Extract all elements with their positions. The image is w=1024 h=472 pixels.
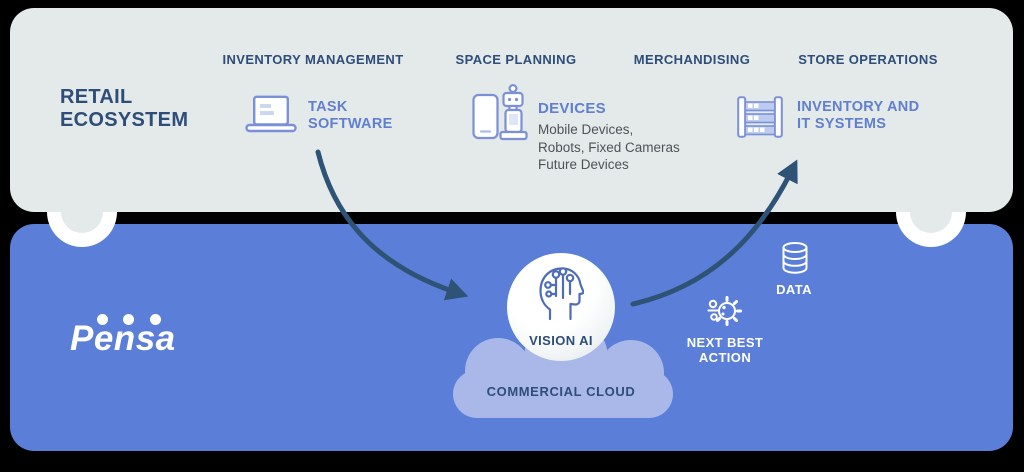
panel-title-line1: RETAIL [60,86,133,108]
column-header-store-operations: STORE OPERATIONS [798,52,938,67]
laptop-icon [245,95,297,140]
pensa-wordmark: Pensa [70,319,176,358]
column-header-space-planning: SPACE PLANNING [455,52,577,67]
commercial-cloud-label: COMMERCIAL CLOUD [486,384,636,399]
next-best-action-line1: NEXT BEST [686,335,764,350]
column-header-inventory-management: INVENTORY MANAGEMENT [222,52,404,67]
panel-title-retail-ecosystem: RETAIL ECOSYSTEM [60,86,188,132]
devices-subline-2: Robots, Fixed Cameras [538,139,680,155]
retail-ecosystem-panel: INVENTORY MANAGEMENT SPACE PLANNING MERC… [10,8,1013,212]
task-software-line1: TASK [308,99,348,115]
devices-sublist: Mobile Devices, Robots, Fixed Cameras Fu… [538,121,680,174]
devices-label: DEVICES [538,100,606,117]
pensa-logo: Pensa [70,304,200,366]
inventory-it-line1: INVENTORY AND [797,99,920,115]
devices-subline-3: Future Devices [538,157,629,172]
pensa-logo-dot [97,314,108,325]
inventory-it-line2: IT SYSTEMS [797,116,887,132]
seam-notch-left-inner [61,212,103,233]
task-software-label: TASK SOFTWARE [308,99,393,133]
task-software-line2: SOFTWARE [308,116,393,132]
pensa-logo-dot [123,314,134,325]
shelf-icon [737,96,783,143]
next-best-action-line2: ACTION [698,350,752,365]
vision-ai-head-icon [538,264,585,325]
seam-notch-right-inner [910,212,952,233]
panel-title-line2: ECOSYSTEM [60,109,189,131]
database-icon [780,241,810,275]
next-best-action-label: NEXT BEST ACTION [665,335,785,365]
column-header-merchandising: MERCHANDISING [633,52,751,67]
devices-icon [472,83,532,146]
inventory-it-systems-label: INVENTORY AND IT SYSTEMS [797,99,919,133]
vision-ai-label: VISION AI [529,333,593,348]
devices-subline-1: Mobile Devices, [538,122,634,137]
data-label: DATA [776,282,812,297]
gear-icon [706,293,742,329]
pensa-logo-dot [150,314,161,325]
vision-ai-node: VISION AI [507,253,615,361]
